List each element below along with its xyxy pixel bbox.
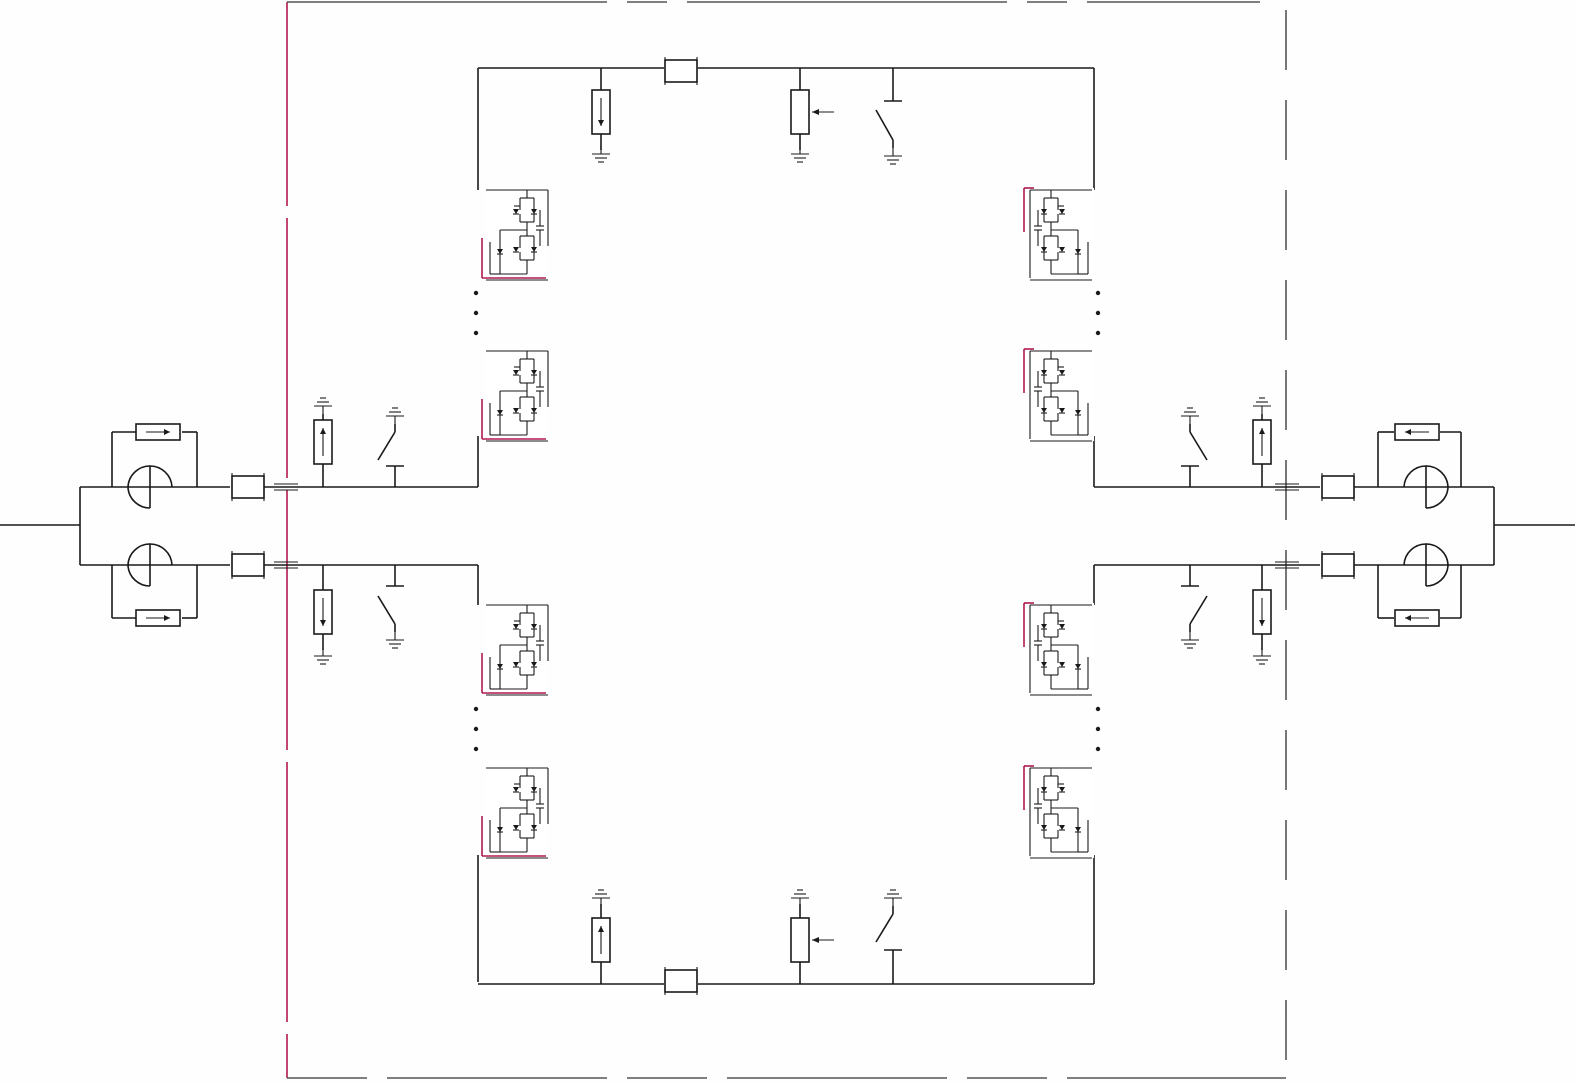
surge-arrester-icon bbox=[313, 565, 333, 665]
inductor-box-icon bbox=[231, 550, 265, 580]
bushing-icon bbox=[1275, 483, 1299, 569]
surge-arrester-icon bbox=[135, 423, 181, 441]
inductor-box-icon bbox=[1321, 550, 1355, 580]
submodule-half-bridge-icon bbox=[482, 766, 548, 858]
inductor-box-icon bbox=[1321, 472, 1355, 502]
surge-arrester-icon bbox=[591, 889, 611, 984]
surge-arrester-icon bbox=[591, 68, 611, 163]
inductor-box-icon bbox=[664, 56, 698, 86]
submodule-half-bridge-icon bbox=[1024, 766, 1094, 858]
current-transformer-icon bbox=[1377, 543, 1462, 627]
submodule-half-bridge-icon bbox=[482, 603, 548, 695]
ellipsis-dots-icon bbox=[473, 706, 479, 752]
surge-arrester-icon bbox=[1252, 397, 1272, 487]
inductor-box-icon bbox=[664, 966, 698, 996]
disconnector-switch-icon bbox=[875, 68, 903, 165]
disconnector-switch-icon bbox=[1180, 565, 1208, 649]
disconnector-switch-icon bbox=[377, 407, 405, 487]
ellipsis-dots-icon bbox=[473, 290, 479, 336]
inductor-box-icon bbox=[231, 472, 265, 502]
right-ac-terminal bbox=[1493, 487, 1575, 565]
disconnector-switch-icon bbox=[875, 889, 903, 984]
surge-arrester-icon bbox=[135, 609, 181, 627]
variable-resistor-icon bbox=[790, 68, 835, 163]
submodule-half-bridge-icon bbox=[482, 188, 548, 280]
surge-arrester-icon bbox=[1394, 609, 1440, 627]
current-transformer-icon bbox=[111, 543, 198, 627]
submodule-half-bridge-icon bbox=[482, 349, 548, 441]
variable-resistor-icon bbox=[790, 889, 835, 984]
submodule-half-bridge-icon bbox=[1024, 349, 1094, 441]
current-transformer-icon bbox=[1377, 423, 1462, 509]
surge-arrester-icon bbox=[1252, 565, 1272, 665]
disconnector-switch-icon bbox=[377, 565, 405, 649]
left-ac-terminal bbox=[0, 486, 230, 566]
disconnector-switch-icon bbox=[1180, 407, 1208, 487]
submodule-half-bridge-icon bbox=[1024, 603, 1094, 695]
surge-arrester-icon bbox=[313, 397, 333, 487]
ellipsis-dots-icon bbox=[1095, 706, 1101, 752]
current-transformer-icon bbox=[111, 423, 198, 509]
surge-arrester-icon bbox=[1394, 423, 1440, 441]
bushing-icon bbox=[274, 483, 298, 569]
ellipsis-dots-icon bbox=[1095, 290, 1101, 336]
submodule-half-bridge-icon bbox=[1024, 188, 1094, 280]
enclosure-frame bbox=[286, 1, 1287, 1079]
